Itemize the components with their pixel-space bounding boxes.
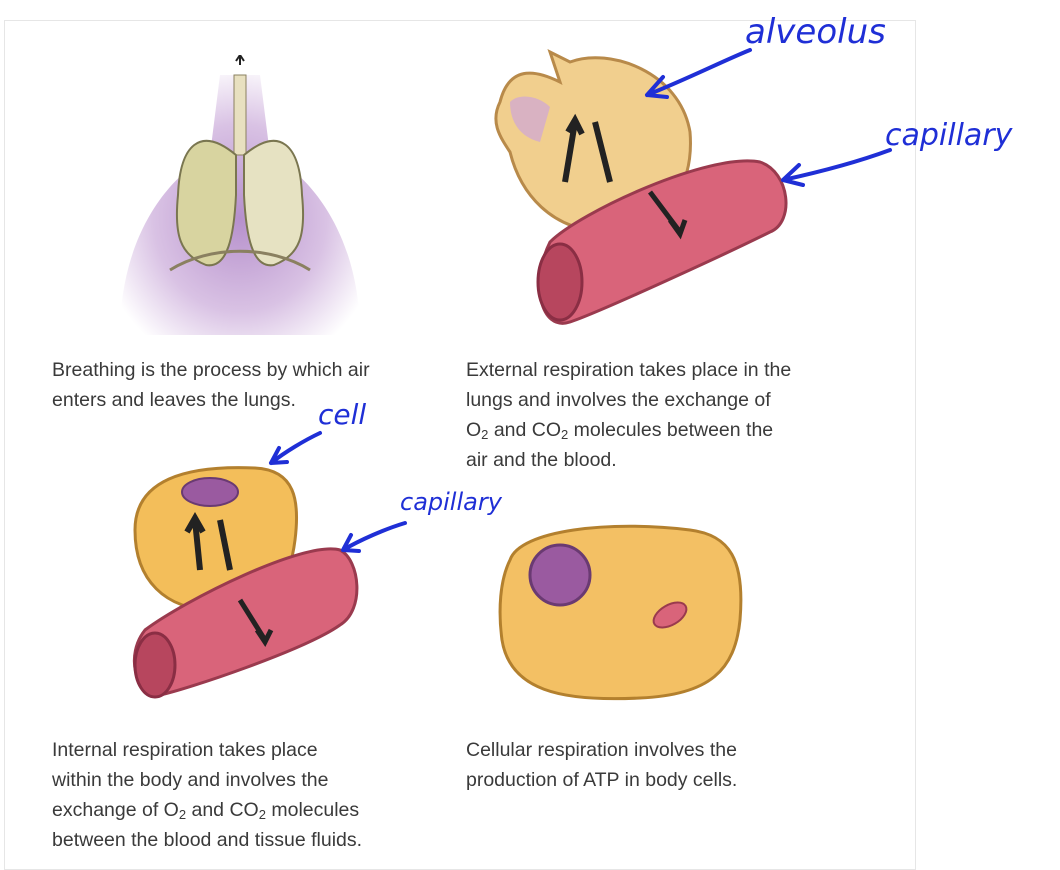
trachea: [234, 75, 246, 155]
caption-line: Breathing is the process by which air: [52, 355, 370, 385]
left-lung: [177, 141, 236, 265]
body-cell-nucleus: [530, 545, 590, 605]
caption-cellular-respiration: Cellular respiration involves the produc…: [466, 735, 737, 795]
capillary-opening: [538, 244, 582, 320]
annotation-arrow-cell: [265, 428, 325, 468]
caption-line: air and the blood.: [466, 445, 791, 475]
cell-capillary-illustration: [125, 460, 365, 700]
annotation-alveolus: alveolus: [745, 12, 886, 52]
caption-line: within the body and involves the: [52, 765, 362, 795]
caption-line: Internal respiration takes place: [52, 735, 362, 765]
annotation-capillary-top: capillary: [885, 118, 1012, 153]
caption-line: between the blood and tissue fluids.: [52, 825, 362, 855]
capillary-internal-opening: [135, 633, 175, 697]
annotation-arrow-capillary-bottom: [335, 515, 410, 555]
annotation-arrow-capillary-top: [775, 145, 895, 190]
annotation-arrow-alveolus: [635, 45, 755, 105]
caption-line: production of ATP in body cells.: [466, 765, 737, 795]
caption-line: External respiration takes place in the: [466, 355, 791, 385]
caption-external-respiration: External respiration takes place in the …: [466, 355, 791, 475]
annotation-cell: cell: [318, 398, 366, 431]
right-lung: [244, 141, 303, 265]
caption-line: Cellular respiration involves the: [466, 735, 737, 765]
body-cell-illustration: [490, 520, 760, 710]
caption-line: exchange of O2 and CO2 molecules: [52, 795, 362, 825]
body-cell: [500, 526, 741, 698]
airflow-arrow: [236, 55, 244, 65]
cell-nucleus: [182, 478, 238, 506]
lungs-illustration: [110, 55, 370, 345]
annotation-capillary-bottom: capillary: [400, 488, 502, 516]
caption-line: lungs and involves the exchange of: [466, 385, 791, 415]
caption-line: O2 and CO2 molecules between the: [466, 415, 791, 445]
caption-internal-respiration: Internal respiration takes place within …: [52, 735, 362, 855]
